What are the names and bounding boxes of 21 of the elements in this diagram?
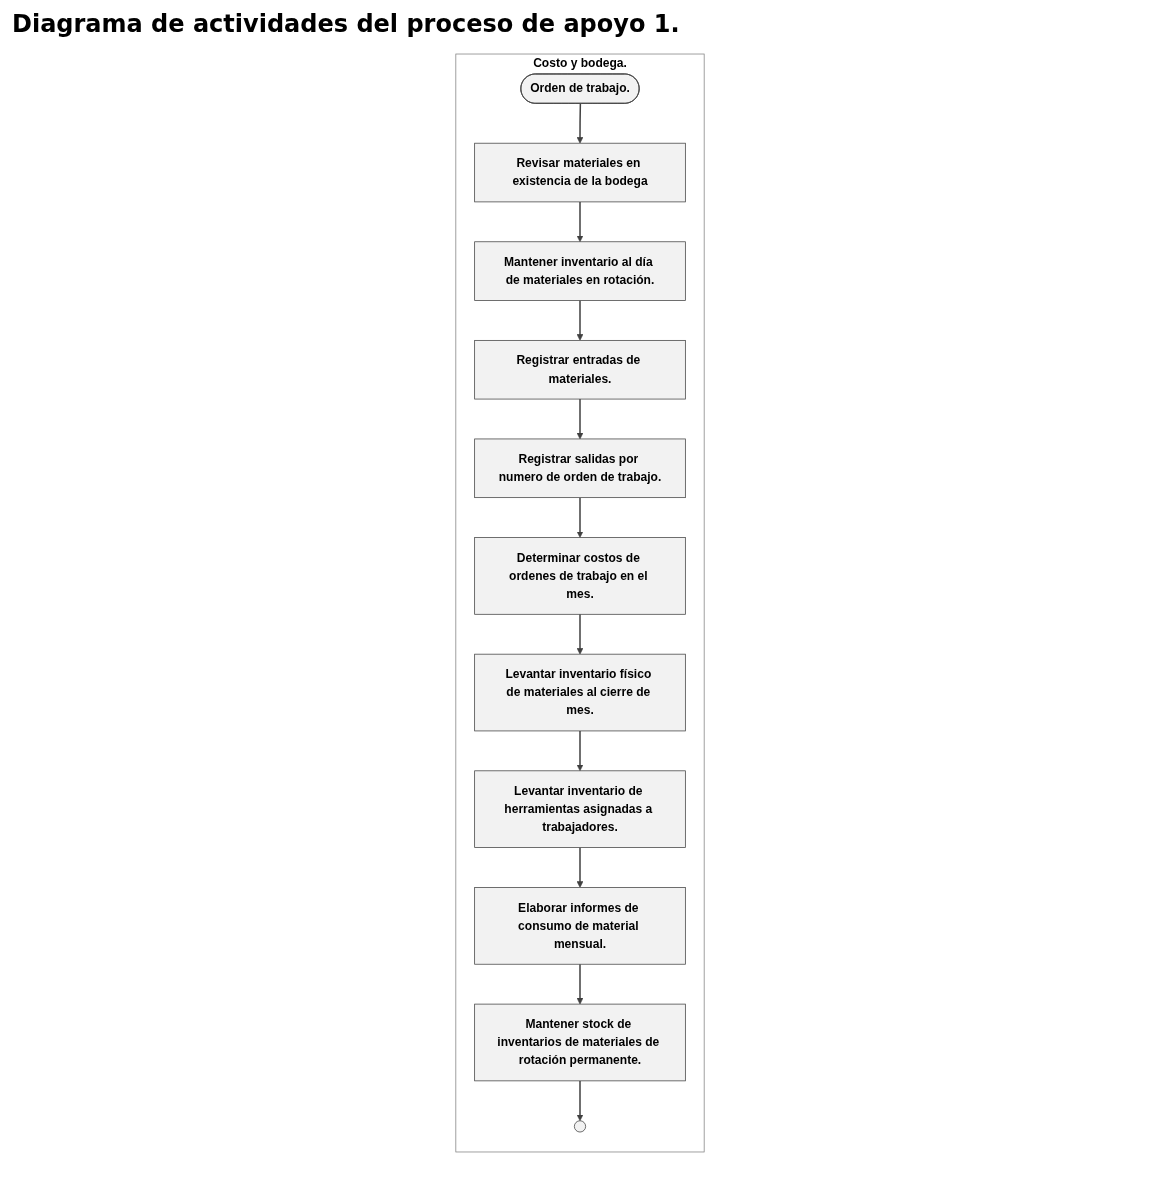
node-box: Mantener inventario al día de materiales en rotación. [474, 241, 686, 301]
node-box: Elaborar informes de consumo de material mensual. [474, 887, 686, 965]
node-box: Registrar salidas por numero de orden de trabajo. [474, 438, 686, 498]
arrow [576, 299, 584, 341]
node-box: Revisar materiales en existencia de la bodega [474, 142, 686, 203]
node-circle [574, 1120, 586, 1133]
arrow [576, 963, 584, 1005]
arrow [576, 613, 584, 655]
arrow [576, 730, 584, 772]
arrow [576, 846, 584, 888]
arrow [576, 102, 584, 144]
arrow [576, 496, 584, 538]
arrow [576, 201, 584, 243]
arrow [576, 398, 584, 440]
arrow [576, 1080, 584, 1122]
node-box: Determinar costos de ordenes de trabajo en el mes. [474, 537, 686, 615]
diagram-title: Diagrama de actividades del proceso de apoyo 1. [12, 10, 680, 38]
node-box: Levantar inventario de herramientas asignadas a trabajadores. [474, 770, 686, 848]
node-box: Levantar inventario físico de materiales al cierre de mes. [474, 653, 686, 732]
node-box: Registrar entradas de materiales. [474, 340, 686, 400]
node-box: Mantener stock de inventarios de materiales de rotación permanente. [474, 1003, 686, 1082]
